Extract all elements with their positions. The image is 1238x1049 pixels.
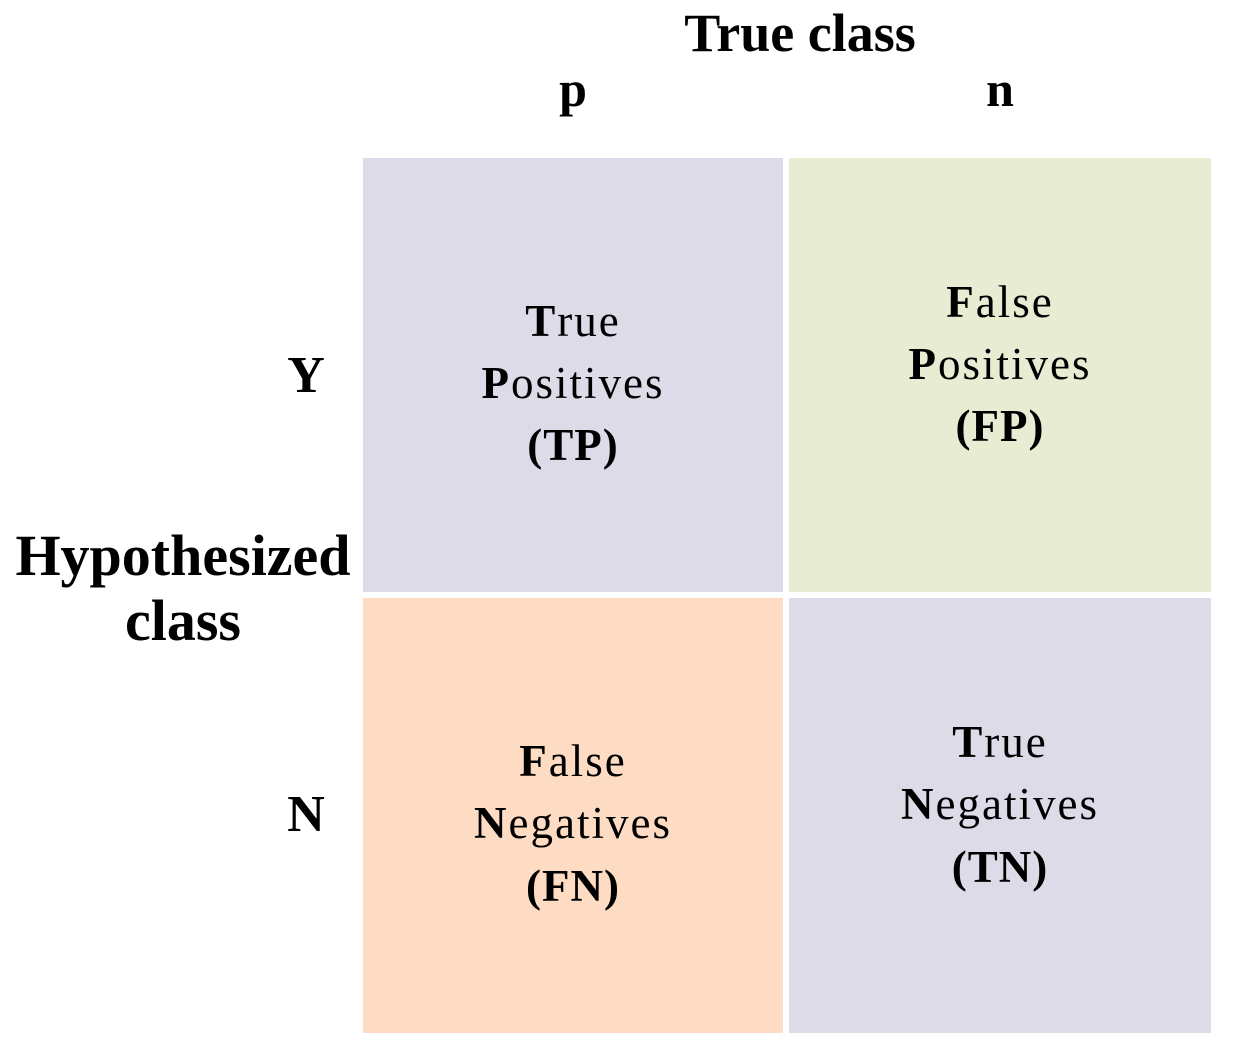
hypothesized-class-line2: class: [125, 587, 241, 653]
column-label-positive: p: [559, 61, 587, 117]
cell-label-false-positives: False Positives (FP): [908, 271, 1091, 457]
cell-tp-abbr: (TP): [527, 420, 619, 471]
hypothesized-class-axis-title: Hypothesized class: [0, 523, 366, 654]
cell-true-negatives: True Negatives (TN): [789, 598, 1211, 1033]
cell-fn-word1: False: [519, 736, 627, 787]
cell-false-positives: False Positives (FP): [789, 158, 1211, 592]
cell-tn-abbr: (TN): [951, 841, 1049, 892]
cell-label-true-negatives: True Negatives (TN): [901, 711, 1099, 897]
cell-tp-word2: Positives: [481, 357, 665, 408]
cell-fp-word2: Positives: [908, 338, 1092, 389]
confusion-matrix-grid: True Positives (TP) False Positives (FP)…: [363, 158, 1211, 1033]
row-label-no: N: [287, 786, 325, 843]
true-class-axis-title: True class: [684, 3, 916, 63]
cell-label-false-negatives: False Negatives (FN): [474, 730, 672, 916]
cell-tp-word1: True: [525, 295, 621, 346]
cell-tn-word1: True: [952, 717, 1048, 768]
hypothesized-class-line1: Hypothesized: [15, 523, 351, 588]
cell-fp-word1: False: [946, 276, 1054, 327]
cell-label-true-positives: True Positives (TP): [481, 290, 664, 476]
cell-fn-word2: Negatives: [474, 798, 672, 849]
cell-fn-abbr: (FN): [526, 860, 620, 911]
row-label-yes: Y: [287, 346, 325, 404]
cell-tn-word2: Negatives: [901, 779, 1099, 830]
cell-false-negatives: False Negatives (FN): [363, 598, 783, 1033]
cell-true-positives: True Positives (TP): [363, 158, 783, 592]
cell-fp-abbr: (FP): [955, 401, 1045, 452]
column-label-negative: n: [986, 61, 1014, 117]
